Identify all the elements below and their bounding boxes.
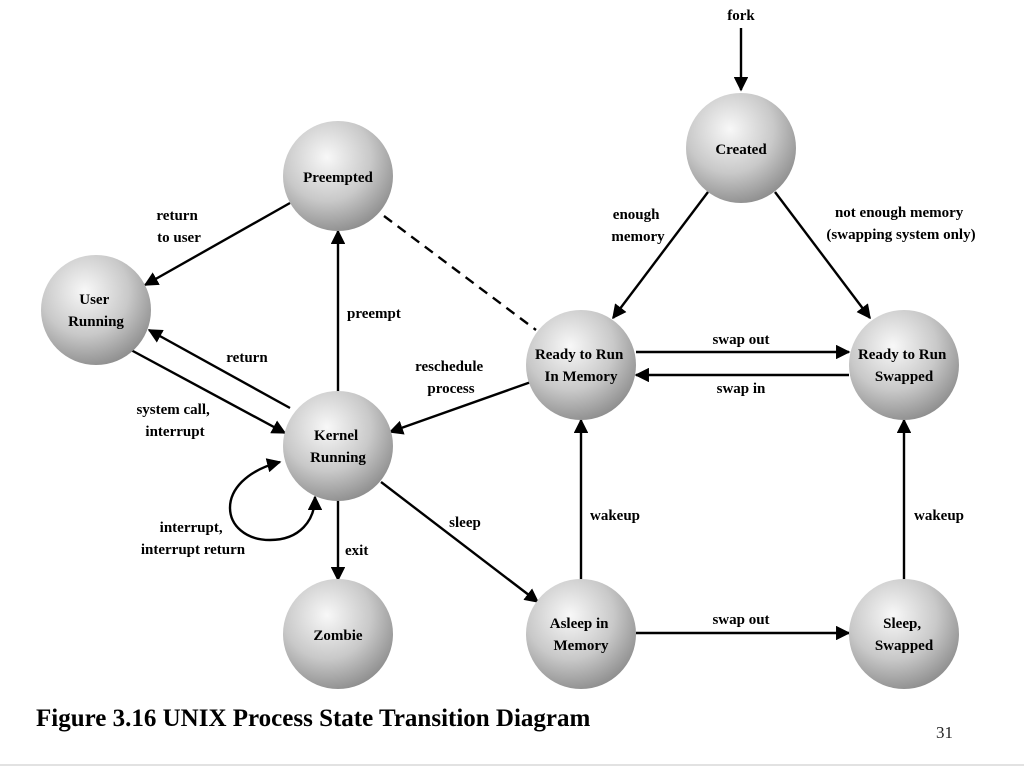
state-created: Created xyxy=(686,93,796,203)
state-label: Sleep, Swapped xyxy=(875,616,934,654)
state-circle xyxy=(283,121,393,231)
state-label: Kernel Running xyxy=(310,428,366,466)
state-label: Ready to Run In Memory xyxy=(535,347,627,385)
label-interrupt-return: interrupt, interrupt return xyxy=(141,520,246,558)
state-circle xyxy=(849,579,959,689)
state-label: Zombie xyxy=(313,628,363,644)
state-label: Created xyxy=(715,142,767,158)
state-circle xyxy=(526,310,636,420)
state-circle xyxy=(849,310,959,420)
label-preempt: preempt xyxy=(347,306,401,322)
label-fork: fork xyxy=(727,8,755,24)
edge-return xyxy=(147,328,291,410)
label-swap-in: swap in xyxy=(717,381,766,397)
state-circle xyxy=(686,93,796,203)
state-circle xyxy=(283,391,393,501)
page-number: 31 xyxy=(936,723,953,742)
state-kernel-running: Kernel Running xyxy=(283,391,393,501)
nodes: Created Preempted User Running Ready to … xyxy=(41,93,959,689)
state-label: Preempted xyxy=(303,170,373,186)
label-enough-memory: enough memory xyxy=(611,207,665,245)
edge-return-to-user xyxy=(143,201,291,287)
edge-sleep xyxy=(380,481,540,603)
edges xyxy=(130,28,912,641)
figure-caption: Figure 3.16 UNIX Process State Transitio… xyxy=(36,705,591,732)
edge-system-call xyxy=(130,348,287,435)
edge-enough-memory xyxy=(612,191,709,320)
state-zombie: Zombie xyxy=(283,579,393,689)
label-reschedule: reschedule process xyxy=(415,359,487,397)
state-sleep-swapped: Sleep, Swapped xyxy=(849,579,959,689)
edge-labels: fork enough memory not enough memory (sw… xyxy=(136,8,975,628)
state-ready-to-run-swapped: Ready to Run Swapped xyxy=(849,310,959,420)
edge-reschedule xyxy=(388,380,532,435)
label-system-call: system call, interrupt xyxy=(136,402,213,440)
state-ready-to-run-in-memory: Ready to Run In Memory xyxy=(526,310,636,420)
label-wakeup-swapped: wakeup xyxy=(914,508,964,524)
label-not-enough-memory: not enough memory (swapping system only) xyxy=(826,205,975,243)
state-circle xyxy=(526,579,636,689)
state-asleep-in-memory: Asleep in Memory xyxy=(526,579,636,689)
edge-not-enough-memory xyxy=(774,191,871,320)
label-sleep: sleep xyxy=(449,515,481,531)
edge-interrupt-loop xyxy=(228,458,323,542)
state-preempted: Preempted xyxy=(283,121,393,231)
state-label: Ready to Run Swapped xyxy=(858,347,950,385)
label-return-to-user: return to user xyxy=(156,208,201,246)
label-wakeup-memory: wakeup xyxy=(590,508,640,524)
label-exit: exit xyxy=(345,543,368,559)
label-swap-out-ready: swap out xyxy=(712,332,769,348)
state-label: Asleep in Memory xyxy=(550,616,613,654)
footer-divider xyxy=(0,764,1024,766)
edge-preempted-dashed xyxy=(383,215,537,331)
state-circle xyxy=(283,579,393,689)
label-swap-out-sleep: swap out xyxy=(712,612,769,628)
state-user-running: User Running xyxy=(41,255,151,365)
label-return: return xyxy=(226,350,268,366)
state-label: User Running xyxy=(68,292,124,330)
state-circle xyxy=(41,255,151,365)
